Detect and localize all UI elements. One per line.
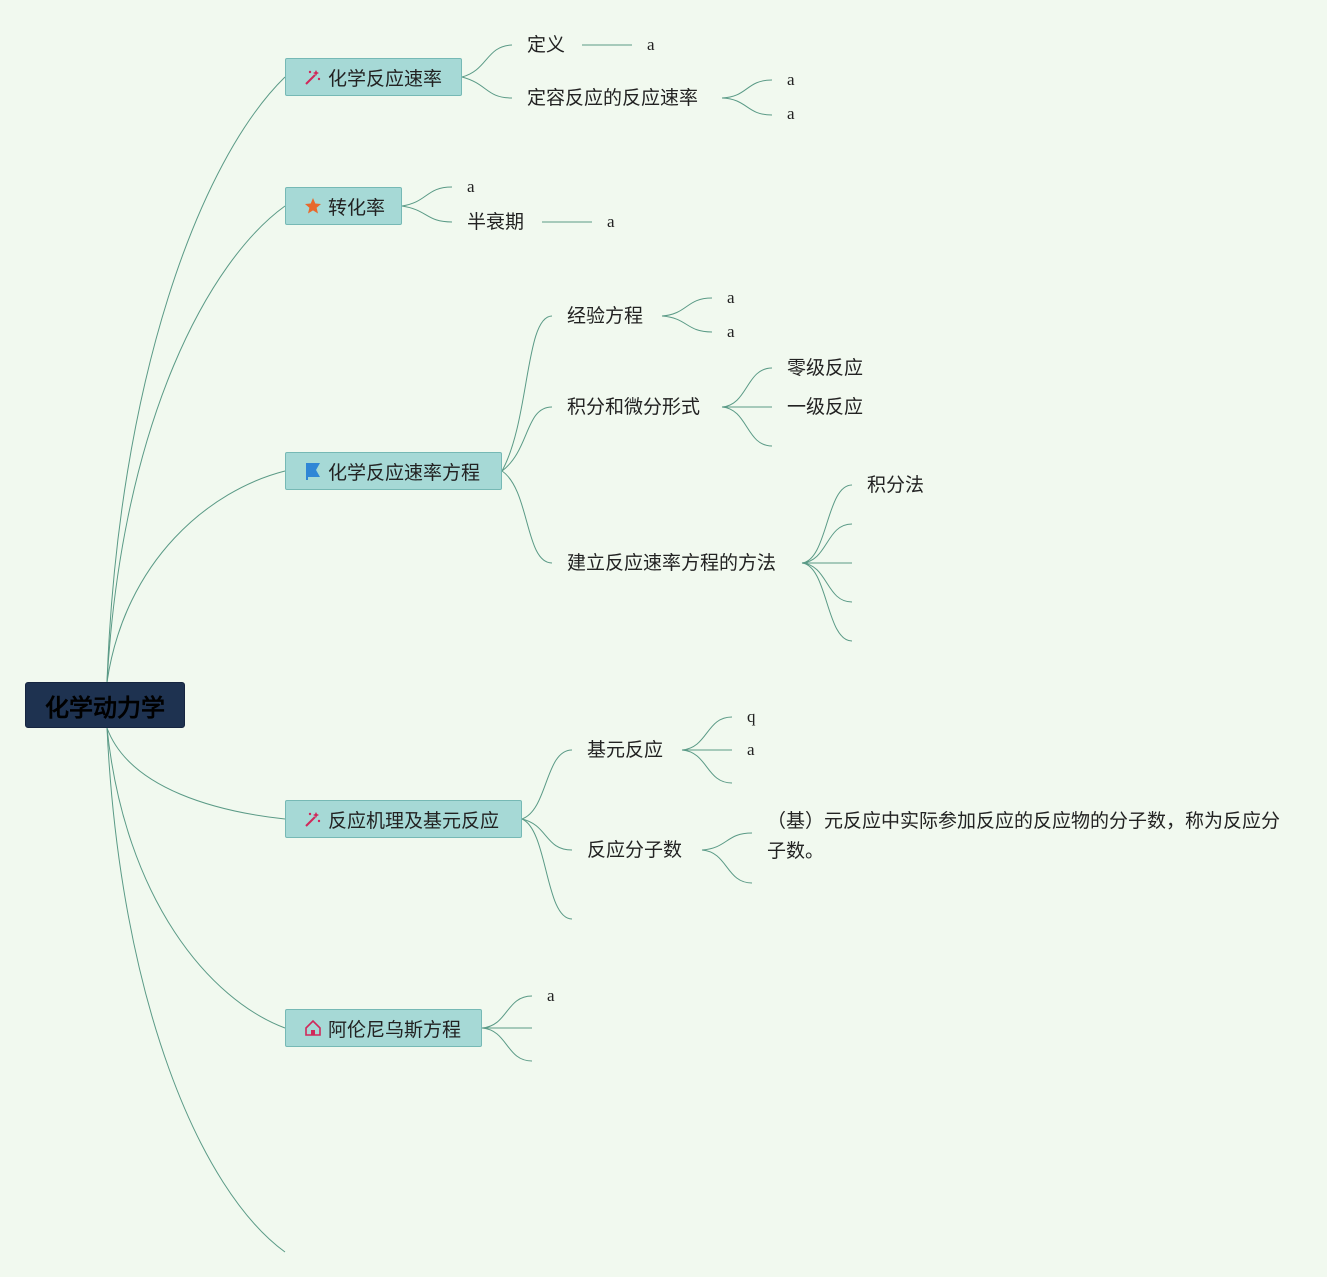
- leaf-first-order-reaction[interactable]: 一级反应: [787, 396, 864, 418]
- leaf-node[interactable]: a: [467, 177, 475, 196]
- connector-root-topic-5: [106, 727, 286, 1029]
- connector-t4-c1-leaf1: [681, 716, 733, 751]
- connector-t1-c2-leaf2: [721, 97, 773, 116]
- leaf-node[interactable]: a: [747, 740, 755, 759]
- connector-t3-c3: [501, 470, 553, 564]
- magic-wand-icon: [302, 66, 324, 88]
- topic-reaction-mechanism[interactable]: 反应机理及基元反应: [285, 800, 522, 838]
- subtopic-integral-differential-form[interactable]: 积分和微分形式: [567, 396, 701, 418]
- connector-t5-leaf3: [481, 1027, 533, 1062]
- topic-label: 反应机理及基元反应: [328, 809, 500, 832]
- subtopic-half-life[interactable]: 半衰期: [467, 211, 525, 233]
- connector-t3-c1: [501, 315, 553, 472]
- subtopic-constant-volume-rate[interactable]: 定容反应的反应速率: [527, 87, 699, 109]
- connector-t4-c3: [521, 818, 573, 920]
- connector-t3-c3-leaf2: [801, 523, 853, 564]
- connector-t4-c1: [521, 749, 573, 820]
- topic-label: 转化率: [328, 196, 386, 219]
- connector-t3-c1-leaf2: [661, 315, 713, 333]
- subtopic-definition[interactable]: 定义: [527, 34, 566, 56]
- topic-reaction-rate[interactable]: 化学反应速率: [285, 58, 462, 96]
- connector-t2-c2: [401, 205, 453, 223]
- topic-arrhenius-equation[interactable]: 阿伦尼乌斯方程: [285, 1009, 482, 1047]
- subtopic-elementary-reaction[interactable]: 基元反应: [587, 739, 664, 761]
- topic-conversion-rate[interactable]: 转化率: [285, 187, 402, 225]
- connector-root-topic-2: [106, 205, 286, 683]
- connector-root-topic-4: [106, 727, 286, 820]
- root-topic[interactable]: 化学动力学: [25, 682, 185, 728]
- topic-label: 阿伦尼乌斯方程: [328, 1018, 462, 1041]
- magic-wand-icon: [302, 808, 324, 830]
- star-icon: [302, 195, 324, 217]
- connector-t3-c1-leaf1: [661, 297, 713, 317]
- connector-t3-c3-leaf5: [801, 562, 853, 642]
- leaf-zero-order-reaction[interactable]: 零级反应: [787, 357, 864, 379]
- connector-t3-c2: [501, 406, 553, 472]
- subtopic-molecularity[interactable]: 反应分子数: [587, 839, 683, 861]
- topic-label: 化学反应速率方程: [328, 461, 481, 484]
- leaf-node[interactable]: a: [787, 104, 795, 123]
- leaf-node[interactable]: a: [547, 986, 555, 1005]
- connector-t4-c2: [521, 818, 573, 851]
- connector-t2-c1: [401, 186, 453, 207]
- connector-t3-c2-leaf1: [721, 367, 773, 408]
- leaf-node[interactable]: a: [647, 35, 655, 54]
- connector-root-topic-3: [106, 470, 286, 683]
- home-icon: [302, 1017, 324, 1039]
- connector-root-topic-1: [106, 76, 286, 683]
- flag-icon: [302, 460, 324, 482]
- connector-t1-c2: [461, 76, 513, 99]
- leaf-node[interactable]: a: [787, 70, 795, 89]
- connector-t4-c2-leaf2: [701, 849, 753, 884]
- connector-t1-c1: [461, 44, 513, 78]
- subtopic-rate-equation-methods[interactable]: 建立反应速率方程的方法: [567, 552, 777, 574]
- connector-root-topic-6: [106, 727, 286, 1253]
- connector-t5-leaf1: [481, 995, 533, 1029]
- leaf-node[interactable]: q: [747, 707, 756, 726]
- subtopic-empirical-equation[interactable]: 经验方程: [567, 305, 644, 327]
- leaf-molecularity-definition[interactable]: （基）元反应中实际参加反应的反应物的分子数，称为反应分子数。: [767, 810, 1281, 862]
- leaf-integration-method[interactable]: 积分法: [867, 474, 925, 496]
- leaf-node[interactable]: a: [727, 288, 735, 307]
- leaf-node[interactable]: a: [727, 322, 735, 341]
- connector-t4-c2-leaf1: [701, 832, 753, 851]
- leaf-node[interactable]: a: [607, 212, 615, 231]
- connector-t3-c2-leaf3: [721, 406, 773, 447]
- connector-t3-c3-leaf4: [801, 562, 853, 603]
- topic-label: 化学反应速率: [328, 67, 443, 90]
- connector-t3-c3-leaf1: [801, 484, 853, 564]
- connector-t1-c2-leaf1: [721, 79, 773, 99]
- topic-rate-equation[interactable]: 化学反应速率方程: [285, 452, 502, 490]
- connector-t4-c1-leaf3: [681, 749, 733, 784]
